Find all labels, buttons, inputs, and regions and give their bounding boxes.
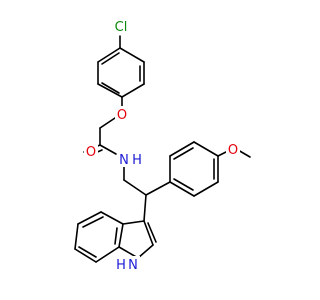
bond (99, 144, 117, 155)
bond (193, 141, 219, 157)
bond (143, 194, 147, 222)
ether-oxygen-label: O (117, 108, 127, 123)
bond (114, 227, 118, 245)
bond (137, 244, 154, 259)
bonds (74, 35, 251, 263)
bond (74, 223, 79, 250)
bond (82, 216, 104, 228)
chlorine-atom-label: Cl (115, 20, 128, 35)
amide-nitrogen-label: N (119, 153, 129, 168)
bond (99, 117, 116, 129)
bond (95, 246, 120, 263)
bond (173, 178, 194, 191)
bond (74, 248, 97, 263)
amide-hydrogen-label: H (132, 153, 142, 168)
bond (77, 211, 102, 225)
bond (100, 211, 124, 225)
carbonyl-oxygen-label: O (86, 145, 96, 160)
bond (147, 222, 157, 243)
bond (119, 47, 145, 63)
bond (169, 141, 195, 157)
bond (193, 181, 219, 197)
bond (118, 223, 124, 248)
bond (173, 147, 194, 160)
bond (121, 83, 145, 98)
bond (101, 52, 120, 65)
structural-formula: Cl O O N H O N H (74, 18, 251, 273)
bond (101, 82, 120, 94)
methoxy-oxygen-label: O (228, 143, 238, 158)
bond (122, 220, 145, 225)
bond (97, 47, 121, 63)
indole-nitrogen-label: N (128, 258, 138, 273)
atom-labels: Cl O O N H O N H (84, 18, 240, 273)
bond (145, 181, 171, 196)
indole-hydrogen-label: H (116, 258, 126, 273)
bond (143, 220, 154, 246)
bond (97, 83, 123, 98)
bond (78, 246, 97, 258)
bond (169, 181, 195, 197)
bond (123, 179, 147, 196)
